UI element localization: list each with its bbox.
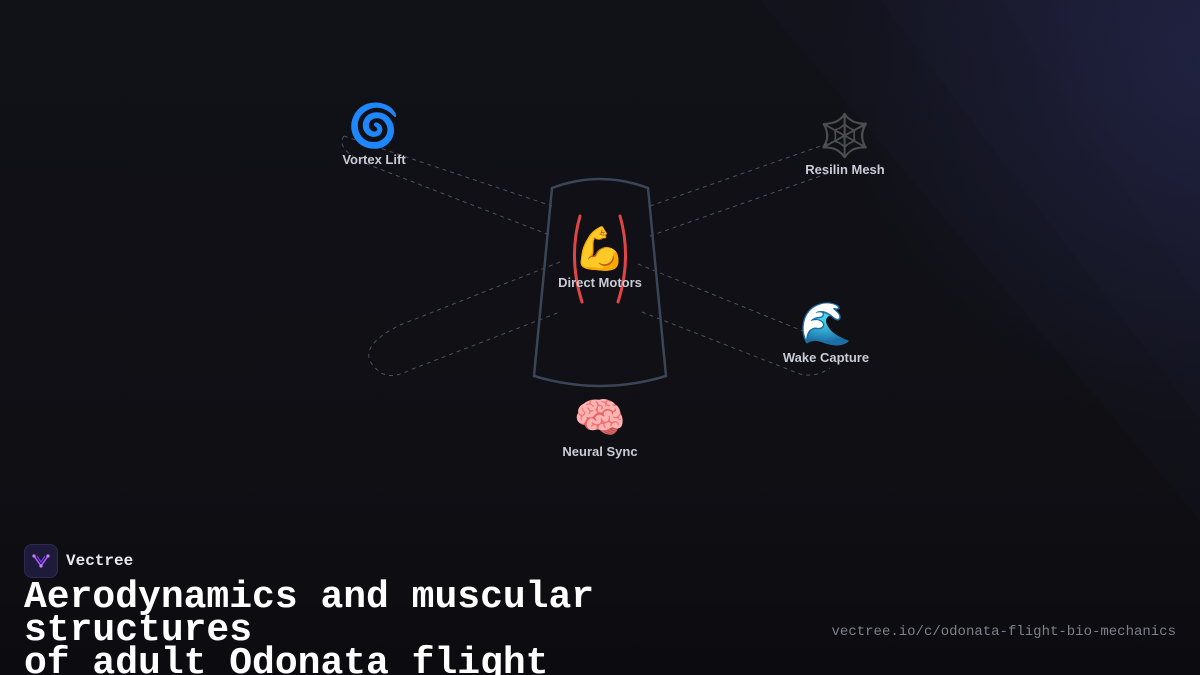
title-line-1: Aerodynamics and muscular structures: [24, 576, 595, 652]
path-vortex-lower: [341, 135, 553, 237]
muscle-right: [616, 214, 627, 304]
path-wake-lower: [641, 311, 831, 376]
spiral-icon: 🌀: [347, 101, 401, 150]
path-resilin-lower: [649, 171, 833, 237]
node-wake-capture: 🌊 Wake Capture: [756, 299, 896, 366]
node-label: Direct Motors: [558, 275, 642, 290]
path-resilin-upper: [649, 141, 833, 207]
node-neural-sync: 🧠 Neural Sync: [530, 393, 670, 460]
page-title: Aerodynamics and muscular structures of …: [24, 579, 824, 675]
brain-icon: 🧠: [573, 393, 627, 442]
node-label: Vortex Lift: [342, 152, 406, 167]
path-wake-upper: [637, 263, 821, 339]
vectree-logo-icon: [24, 544, 58, 578]
muscle-left: [573, 214, 584, 304]
node-direct-motors: 💪 Direct Motors: [530, 224, 670, 291]
node-label: Neural Sync: [562, 444, 638, 459]
node-resilin-mesh: 🕸️ Resilin Mesh: [775, 111, 915, 178]
spider-web-icon: 🕸️: [818, 111, 872, 160]
flexed-bicep-icon: 💪: [573, 224, 627, 273]
thorax-outline: [532, 177, 668, 388]
brand[interactable]: Vectree: [24, 544, 133, 578]
wave-icon: 🌊: [799, 299, 853, 348]
source-url[interactable]: vectree.io/c/odonata-flight-bio-mechanic…: [831, 624, 1176, 640]
node-label: Wake Capture: [782, 350, 870, 365]
brand-name: Vectree: [66, 552, 134, 570]
title-line-2: of adult Odonata flight: [24, 642, 549, 675]
node-vortex-lift: 🌀 Vortex Lift: [304, 101, 444, 168]
node-label: Resilin Mesh: [805, 162, 885, 177]
